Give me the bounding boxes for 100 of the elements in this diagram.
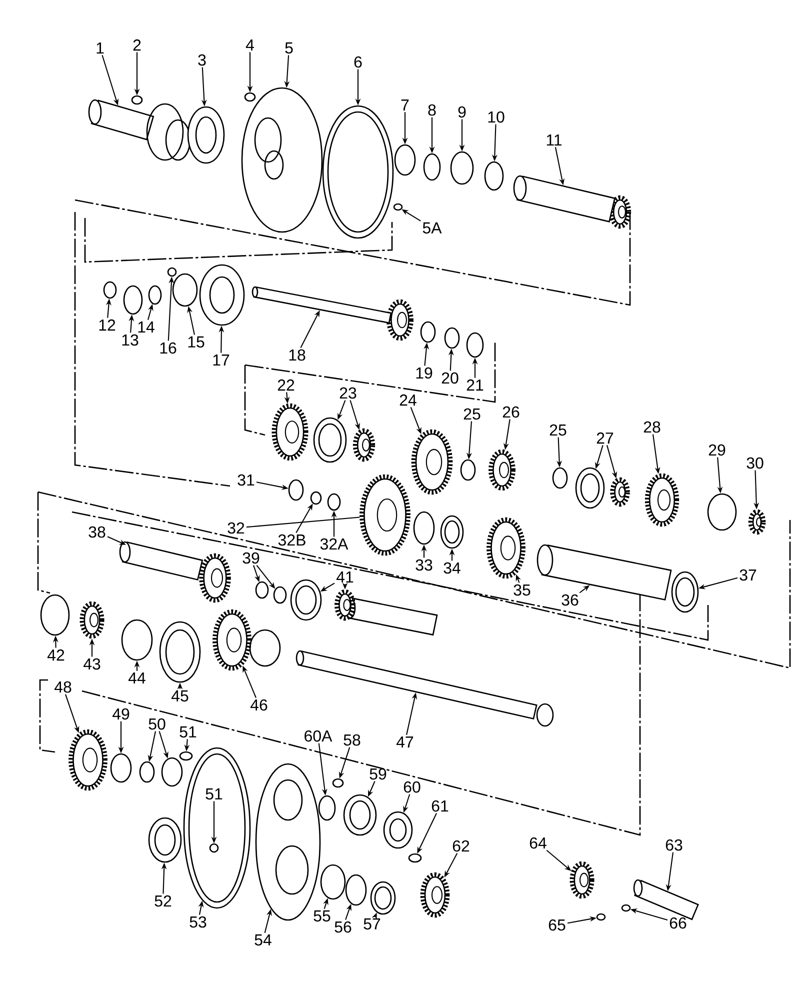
bolt — [408, 853, 422, 863]
gear — [570, 861, 594, 899]
callout-number: 50 — [148, 718, 166, 730]
bearing — [139, 761, 155, 783]
callout-number: 38 — [88, 526, 106, 538]
seal — [318, 795, 336, 821]
pin — [393, 203, 403, 211]
leader-line — [246, 516, 360, 528]
callout-number: 32A — [320, 538, 348, 550]
sleeve — [290, 579, 322, 621]
callout-number: 47 — [396, 736, 414, 748]
gear — [352, 428, 376, 462]
washer — [110, 753, 132, 783]
gear — [486, 517, 526, 579]
bearing — [172, 273, 198, 307]
bolt — [167, 267, 177, 277]
callout-number: 9 — [458, 106, 466, 118]
gear — [610, 477, 630, 507]
callout-number: 62 — [452, 840, 470, 852]
callout-number: 8 — [428, 104, 436, 116]
bushing — [288, 479, 304, 501]
callout-number: 23 — [340, 387, 356, 399]
callout-number: 57 — [364, 918, 380, 930]
callout-number: 32B — [278, 534, 306, 546]
snap-ring — [121, 619, 153, 661]
washer — [552, 467, 568, 489]
callout-number: 35 — [514, 584, 530, 596]
gear — [334, 589, 438, 636]
gear — [488, 449, 516, 491]
callout-number: 1 — [96, 42, 104, 54]
sleeve — [575, 467, 605, 509]
shaft — [252, 286, 414, 341]
callout-number: 14 — [138, 322, 154, 332]
callout-number: 18 — [289, 349, 306, 361]
washer — [466, 332, 484, 358]
bearing — [420, 321, 436, 343]
callout-number: 42 — [47, 649, 64, 661]
callout-number: 4 — [246, 40, 254, 50]
ring — [148, 285, 162, 305]
callout-number: 60A — [304, 730, 332, 742]
bearing — [161, 757, 183, 787]
washer — [460, 459, 476, 481]
pin — [179, 751, 193, 761]
bolt — [244, 92, 256, 102]
ring — [394, 144, 416, 176]
ring — [320, 864, 346, 900]
callout-number: 13 — [122, 334, 138, 346]
callout-number: 11 — [546, 134, 562, 146]
callout-number: 61 — [432, 800, 448, 812]
pin — [131, 95, 143, 105]
callout-number: 41 — [336, 572, 354, 582]
flange-tube — [88, 99, 191, 161]
callout-number: 39 — [242, 552, 260, 564]
retainer — [383, 811, 413, 849]
bolt — [332, 778, 344, 788]
gear — [420, 872, 450, 918]
snap-ring — [345, 874, 367, 906]
shaft — [296, 650, 554, 727]
callout-number: 19 — [416, 367, 432, 379]
gear — [360, 474, 410, 556]
callout-number: 55 — [314, 910, 330, 922]
callout-number: 33 — [416, 559, 432, 571]
bolt — [596, 913, 606, 921]
callout-number: 24 — [400, 394, 416, 406]
callout-number: 25 — [550, 424, 566, 436]
callout-number: 32 — [228, 522, 244, 534]
callout-number: 58 — [344, 734, 360, 746]
bearing — [671, 571, 699, 613]
bearing — [370, 881, 396, 915]
callout-number: 27 — [596, 432, 614, 444]
shaft — [513, 175, 632, 229]
callout-number: 60 — [404, 781, 420, 793]
callout-number: 36 — [562, 594, 578, 606]
callout-number: 25 — [464, 408, 480, 420]
pin — [209, 843, 219, 853]
callout-number: 53 — [190, 916, 206, 928]
snap-ring — [40, 594, 70, 636]
gear — [68, 729, 108, 791]
callout-number: 5 — [285, 42, 293, 54]
plate — [187, 106, 225, 164]
ring — [103, 281, 117, 299]
gear — [272, 403, 308, 461]
callout-number: 63 — [666, 839, 682, 851]
bearing-cup — [707, 493, 737, 531]
callout-number: 49 — [112, 708, 130, 720]
ring — [310, 491, 322, 505]
callout-number: 2 — [133, 39, 141, 51]
sleeve — [313, 417, 347, 463]
callout-number: 28 — [644, 421, 660, 433]
callout-number: 34 — [444, 562, 460, 574]
callout-number: 31 — [238, 474, 254, 486]
callout-number: 6 — [354, 56, 362, 68]
callout-number: 16 — [160, 342, 176, 354]
callout-number: 37 — [740, 569, 756, 581]
snap-ring — [413, 511, 435, 545]
bearing — [450, 151, 474, 185]
callout-number: 56 — [334, 921, 352, 933]
snap-ring — [423, 153, 441, 181]
callout-number: 45 — [171, 690, 188, 702]
gear — [411, 429, 453, 495]
